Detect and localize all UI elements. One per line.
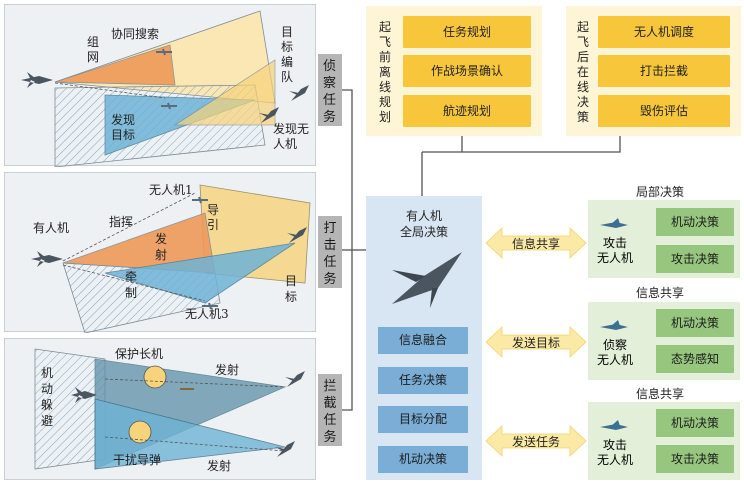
strike-intercept-item[interactable]: 打击拦截 xyxy=(598,55,730,87)
attack-uav-group-2: 攻击 无人机 机动决策 攻击决策 xyxy=(588,402,740,480)
network-label: 组网 xyxy=(87,35,100,64)
scenario-confirm-item[interactable]: 作战场景确认 xyxy=(403,55,531,87)
manned-aircraft-label: 有人机 xyxy=(33,221,70,235)
fighter-jet-icon xyxy=(273,439,299,461)
fighter-jet-icon xyxy=(287,83,313,105)
cooperative-search-label: 协同搜索 xyxy=(111,27,160,41)
guide-label: 导引 xyxy=(207,203,220,232)
uav1-label: 无人机1 xyxy=(149,183,193,197)
target-assignment-item[interactable]: 目标分配 xyxy=(378,406,468,433)
uav-name-line2: 无人机 xyxy=(596,251,633,265)
protect-leader-label: 保护长机 xyxy=(115,347,164,361)
uav-icon xyxy=(155,41,173,56)
uav-icon xyxy=(160,95,178,110)
command-label: 指挥 xyxy=(109,215,134,229)
strike-sectors xyxy=(62,184,311,333)
strike-task-tag: 打击任务 xyxy=(318,216,342,288)
fighter-jet-icon xyxy=(19,70,55,90)
double-arrow-icon xyxy=(485,326,587,358)
attack-decision-item[interactable]: 攻击决策 xyxy=(656,445,734,473)
central-title-line1: 有人机 xyxy=(405,209,442,223)
recon-scenario-panel: 组网 协同搜索 目标编队 发现目标 发现无人机 xyxy=(4,4,316,167)
task-decision-item[interactable]: 任务决策 xyxy=(378,367,468,394)
send-target-arrow-label: 发送目标 xyxy=(511,336,560,350)
fighter-jet-icon xyxy=(386,248,466,310)
attack-uav-group-1: 攻击 无人机 机动决策 攻击决策 xyxy=(588,200,740,278)
launch-label: 发射 xyxy=(155,232,168,262)
uav-icon xyxy=(201,295,219,310)
recon-sectors xyxy=(54,10,276,167)
discover-target-label: 发现目标 xyxy=(111,113,136,142)
uav-dispatch-item[interactable]: 无人机调度 xyxy=(598,16,730,48)
fighter-jet-icon xyxy=(69,385,99,405)
uav-group-header: 信息共享 xyxy=(636,286,685,300)
intercept-scenario-panel: 机动躲避 保护长机 发射 干扰导弹 发射 xyxy=(4,338,316,480)
damage-assessment-item[interactable]: 毁伤评估 xyxy=(598,95,730,127)
manned-global-decision-panel: 有人机 全局决策 信息融合 任务决策 目标分配 机动决策 xyxy=(366,196,482,480)
uav-group-header: 局部决策 xyxy=(636,185,685,199)
intercept-task-tag: 拦截任务 xyxy=(318,374,342,446)
uav-icon xyxy=(598,318,630,332)
inflight-title: 起飞后在线决策 xyxy=(576,20,589,124)
suppress-label: 牵制 xyxy=(125,270,138,300)
info-fusion-item[interactable]: 信息融合 xyxy=(378,327,468,354)
uav-name-line1: 攻击 xyxy=(602,438,627,452)
jam-missile-label: 干扰导弹 xyxy=(113,453,162,467)
missile-icon xyxy=(180,377,196,390)
fighter-jet-icon xyxy=(285,225,311,247)
maneuver-decision-item[interactable]: 机动决策 xyxy=(656,309,734,337)
fighter-jet-icon xyxy=(283,369,309,391)
maneuver-decision-item[interactable]: 机动决策 xyxy=(656,208,734,236)
evade-label: 机动躲避 xyxy=(41,366,54,428)
mission-planning-item[interactable]: 任务规划 xyxy=(403,16,531,48)
double-arrow-icon xyxy=(485,425,587,457)
launch-label-a: 发射 xyxy=(215,363,240,377)
recon-uav-group: 侦察 无人机 机动决策 态势感知 xyxy=(588,302,740,380)
central-title-line2: 全局决策 xyxy=(399,225,448,239)
uav3-label: 无人机3 xyxy=(185,307,229,321)
maneuver-decision-item[interactable]: 机动决策 xyxy=(378,446,468,473)
send-task-arrow-label: 发送任务 xyxy=(511,435,560,449)
launch-label-b: 发射 xyxy=(207,459,232,473)
fighter-jet-icon xyxy=(29,249,65,269)
maneuver-decision-item[interactable]: 机动决策 xyxy=(656,409,734,437)
double-arrow-icon xyxy=(485,227,587,259)
target-label: 目标 xyxy=(285,274,298,304)
attack-decision-item[interactable]: 攻击决策 xyxy=(656,245,734,273)
preflight-title: 起飞前离线规划 xyxy=(378,20,391,124)
recon-task-tag: 侦察任务 xyxy=(318,54,342,126)
uav-icon xyxy=(598,418,630,432)
target-formation-label: 目标编队 xyxy=(281,25,294,84)
intercept-sectors xyxy=(34,348,287,470)
uav-name-line2: 无人机 xyxy=(596,353,633,367)
uav-name-line1: 攻击 xyxy=(602,236,627,250)
situation-awareness-item[interactable]: 态势感知 xyxy=(656,345,734,373)
strike-scenario-panel: 有人机 指挥 无人机1 导引 发射 牵制 无人机3 目标 xyxy=(4,172,316,333)
uav-icon xyxy=(191,189,209,204)
fighter-jet-icon xyxy=(257,105,283,127)
uav-name-line1: 侦察 xyxy=(602,338,627,352)
info-share-arrow-label: 信息共享 xyxy=(511,237,560,251)
uav-name-line2: 无人机 xyxy=(596,453,633,467)
uav-group-header: 信息共享 xyxy=(636,387,685,401)
uav-icon xyxy=(598,216,630,230)
discover-uav-label: 发现无人机 xyxy=(273,122,310,151)
route-planning-item[interactable]: 航迹规划 xyxy=(403,95,531,127)
preflight-planning-panel: 起飞前离线规划 任务规划 作战场景确认 航迹规划 xyxy=(366,6,542,136)
inflight-decision-panel: 起飞后在线决策 无人机调度 打击拦截 毁伤评估 xyxy=(566,6,741,136)
